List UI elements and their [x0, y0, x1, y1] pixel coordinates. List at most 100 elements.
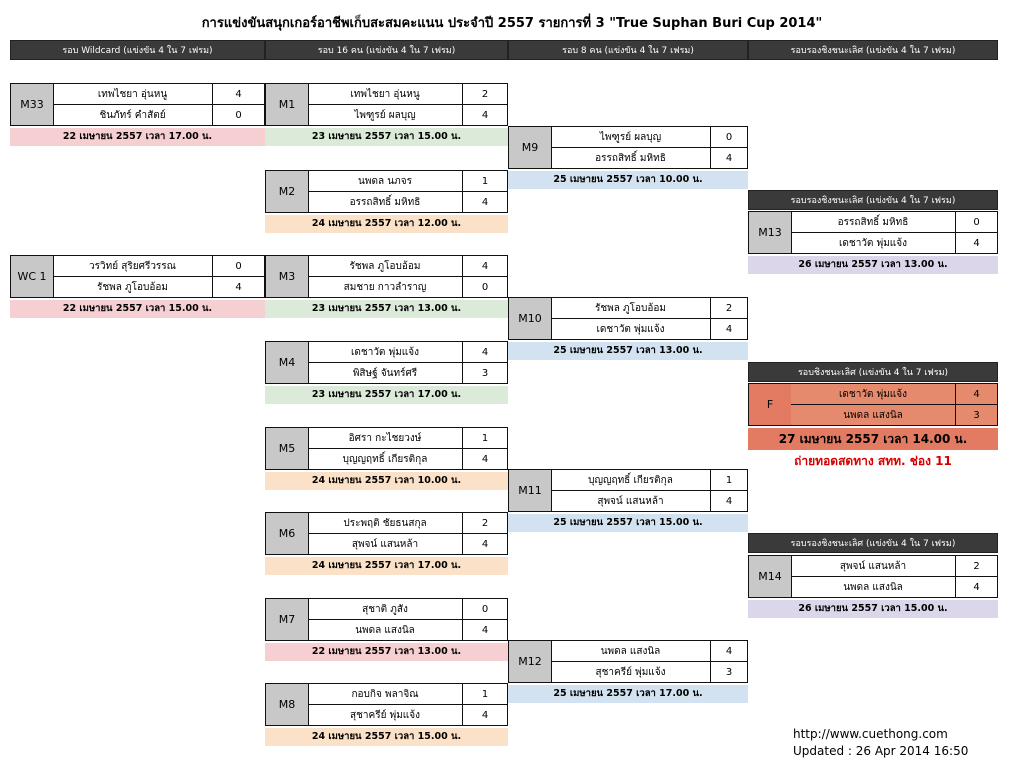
- header-round-16: รอบ 16 คน (แข่งขัน 4 ใน 7 เฟรม): [265, 40, 508, 60]
- player-row: ชินภัทร์ คำสัตย์ 0: [53, 105, 264, 125]
- match-id: M6: [266, 513, 309, 554]
- player-score: 4: [235, 281, 242, 293]
- player-score: 4: [481, 346, 489, 358]
- match-id: M10: [509, 298, 552, 339]
- match-id: M12: [509, 641, 552, 682]
- player-name: สมชาย กาวลำราญ: [308, 277, 463, 297]
- match-id: M13: [749, 212, 792, 253]
- player-score: 0: [481, 603, 489, 615]
- match-id: M5: [266, 428, 309, 469]
- page-title: การแข่งขันสนุกเกอร์อาชีพเก็บสะสมคะแนน ปร…: [201, 16, 823, 31]
- match-date: 24 เมษายน 2557 เวลา 15.00 น.: [265, 728, 508, 746]
- player-name: รัชพล ภูโอบอ้อม: [308, 256, 463, 276]
- player-row: วรวิทย์ สุริยศรีวรรณ 0: [53, 256, 264, 277]
- header-semifinal: รอบรองชิงชนะเลิศ (แข่งขัน 4 ใน 7 เฟรม): [748, 40, 998, 60]
- website-link[interactable]: http://www.cuethong.com: [793, 727, 948, 741]
- player-score: 2: [725, 302, 733, 314]
- match-id: M1: [266, 84, 309, 125]
- player-score: 4: [973, 581, 980, 593]
- player-name: ประพฤติ ชัยธนสกุล: [308, 513, 463, 533]
- player-score: 2: [481, 88, 489, 100]
- match-date: 25 เมษายน 2557 เวลา 17.00 น.: [508, 685, 748, 703]
- player-name: เดชาวัต พุ่มแจ้ง: [791, 233, 956, 253]
- player-score: 4: [725, 645, 733, 657]
- semifinal-header-2: รอบรองชิงชนะเลิศ (แข่งขัน 4 ใน 7 เฟรม): [748, 533, 998, 553]
- match-id: M8: [266, 684, 309, 725]
- match-date: 22 เมษายน 2557 เวลา 15.00 น.: [10, 300, 265, 318]
- player-row: นพดล แสงนิล 4: [791, 577, 997, 597]
- player-name: สุพจน์ แสนหล้า: [791, 556, 956, 576]
- player-name: อิศรา กะไชยวงษ์: [308, 428, 463, 448]
- match-id: M33: [11, 84, 54, 125]
- player-score: 0: [235, 260, 242, 272]
- player-score: 3: [973, 409, 980, 421]
- player-score: 4: [725, 495, 733, 507]
- player-name: ไพฑูรย์ ผลบุญ: [551, 127, 711, 147]
- player-score: 4: [235, 88, 242, 100]
- updated-timestamp: Updated : 26 Apr 2014 16:50: [793, 744, 969, 758]
- match-id: M11: [509, 470, 552, 511]
- match-date: 26 เมษายน 2557 เวลา 13.00 น.: [748, 256, 998, 274]
- player-score: 1: [481, 175, 489, 187]
- player-name: สุชาครีย์ พุ่มแจ้ง: [551, 662, 711, 682]
- player-row: เทพไชยา อุ่นหนู4: [53, 84, 264, 105]
- player-score: 0: [725, 131, 733, 143]
- player-name: อรรถสิทธิ์ มหิทธิ: [551, 148, 711, 168]
- broadcast-info: ถ่ายทอดสดทาง สทท. ช่อง 11: [794, 454, 952, 468]
- player-name: รัชพล ภูโอบอ้อม: [551, 298, 711, 318]
- player-name: นพดล แสงนิล: [791, 405, 956, 425]
- player-name: กอบกิจ พลาจิณ: [308, 684, 463, 704]
- player-name: ไพฑูรย์ ผลบุญ: [308, 105, 463, 125]
- player-name: นพดล นภจร: [308, 171, 463, 191]
- match-date: 24 เมษายน 2557 เวลา 12.00 น.: [265, 215, 508, 233]
- player-row: เดชาวัต พุ่มแจ้ง 4: [308, 342, 507, 363]
- player-name: ชินภัทร์ คำสัตย์: [53, 105, 213, 125]
- player-name: สุชาครีย์ พุ่มแจ้ง: [308, 705, 463, 725]
- player-name: อรรถสิทธิ์ มหิทธิ: [308, 192, 463, 212]
- player-name: วรวิทย์ สุริยศรีวรรณ: [53, 256, 213, 276]
- match-id: M14: [749, 556, 792, 597]
- player-score: 1: [725, 474, 733, 486]
- player-name: บุญญฤทธิ์ เกียรติกุล: [551, 470, 711, 490]
- player-name: เดชาวัต พุ่มแจ้ง: [308, 342, 463, 362]
- player-name: สุพจน์ แสนหล้า: [308, 534, 463, 554]
- match-id: M7: [266, 599, 309, 640]
- player-score: 3: [481, 367, 489, 379]
- player-name: สุพจน์ แสนหล้า: [551, 491, 711, 511]
- player-score: 4: [725, 323, 733, 335]
- player-row: ไพฑูรย์ ผลบุญ 0: [551, 127, 747, 148]
- player-row: บุญญฤทธิ์ เกียรติกุล 1: [551, 470, 747, 491]
- player-name: นพดล แสงนิล: [791, 577, 956, 597]
- match-id: M9: [509, 127, 552, 168]
- match-date: 25 เมษายน 2557 เวลา 13.00 น.: [508, 342, 748, 360]
- semifinal-header-1: รอบรองชิงชนะเลิศ (แข่งขัน 4 ใน 7 เฟรม): [748, 190, 998, 210]
- match-date: 22 เมษายน 2557 เวลา 13.00 น.: [265, 643, 508, 661]
- match-date: 24 เมษายน 2557 เวลา 17.00 น.: [265, 557, 508, 575]
- match-date: 22 เมษายน 2557 เวลา 17.00 น.: [10, 128, 265, 146]
- match-date: 25 เมษายน 2557 เวลา 15.00 น.: [508, 514, 748, 532]
- player-row: นพดล แสงนิล 3: [791, 405, 997, 425]
- player-score: 0: [235, 109, 242, 121]
- match-date: 25 เมษายน 2557 เวลา 10.00 น.: [508, 171, 748, 189]
- player-score: 4: [481, 196, 489, 208]
